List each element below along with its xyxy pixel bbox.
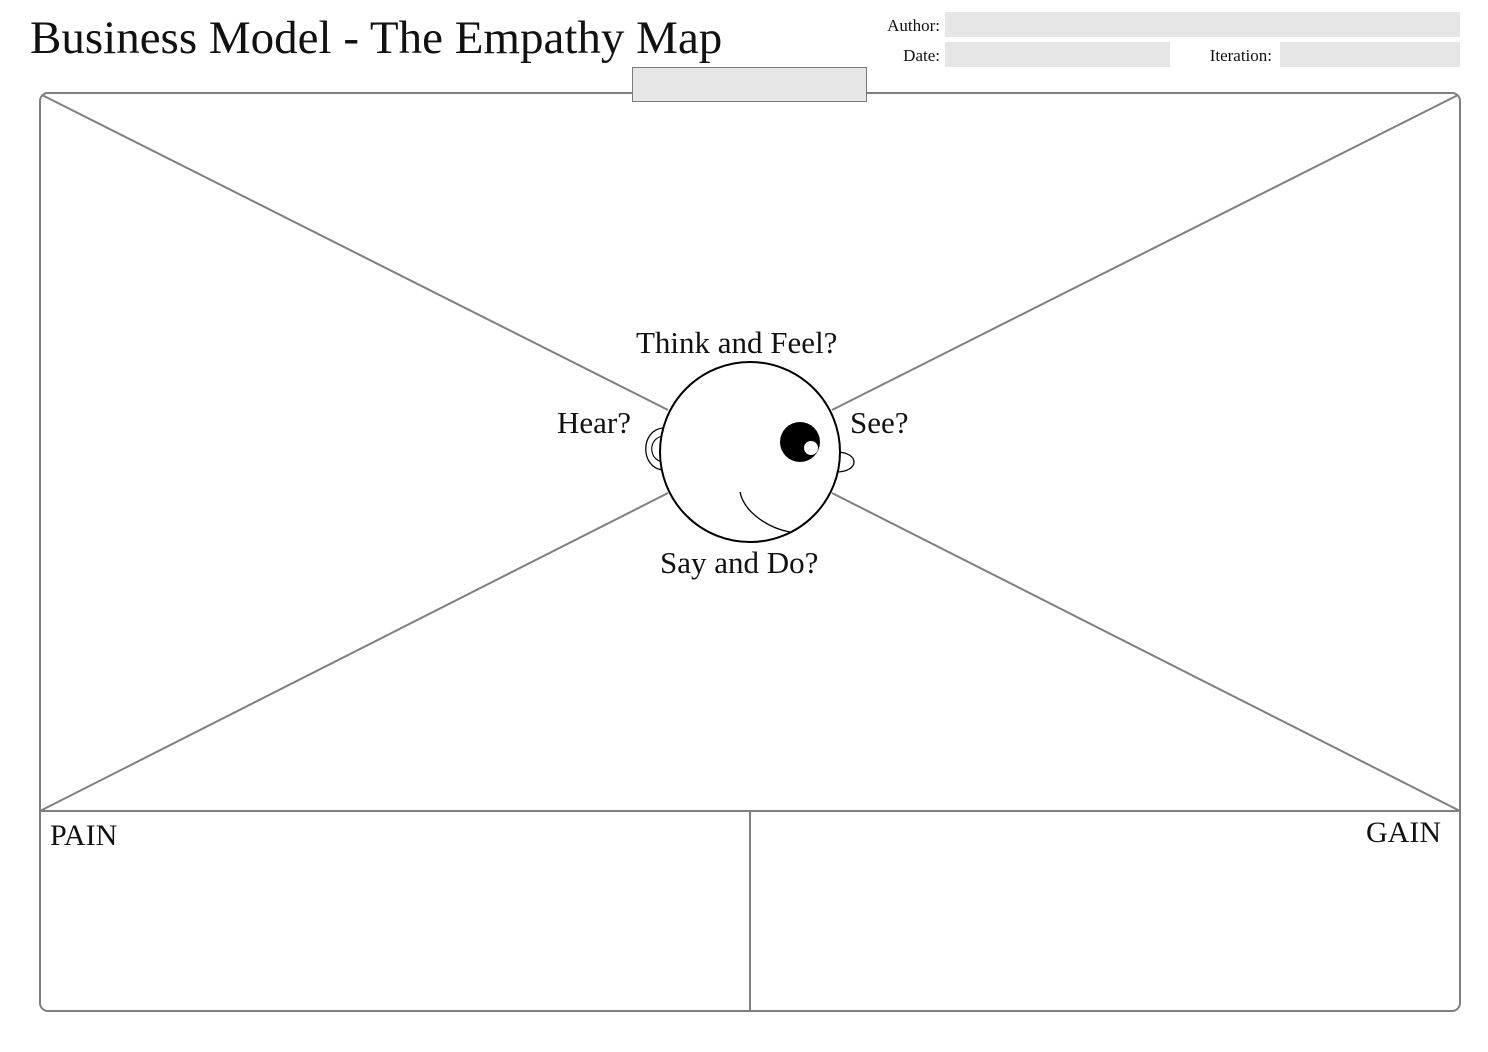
divider-top-left (41, 94, 669, 411)
page-title: Business Model - The Empathy Map (30, 12, 723, 64)
divider-bottom-right (831, 492, 1461, 812)
mouth-icon (739, 491, 791, 533)
canvas-name-field[interactable] (632, 67, 867, 102)
face-icon (645, 361, 855, 543)
date-field[interactable] (945, 42, 1170, 67)
think-feel-label: Think and Feel? (636, 325, 838, 360)
iteration-field[interactable] (1280, 42, 1460, 67)
divider-top-right (831, 94, 1459, 411)
hear-label: Hear? (557, 405, 631, 440)
date-label: Date: (903, 46, 940, 65)
author-field[interactable] (945, 12, 1460, 37)
gain-label: GAIN (1366, 816, 1441, 849)
nose-icon (835, 451, 855, 473)
see-label: See? (850, 405, 909, 440)
divider-bottom-left (39, 492, 669, 812)
head-circle (659, 361, 841, 543)
iteration-label: Iteration: (1209, 46, 1272, 65)
say-do-label: Say and Do? (660, 545, 819, 580)
pain-label: PAIN (50, 819, 118, 852)
ear-icon (645, 427, 664, 471)
eye-highlight-icon (804, 441, 818, 455)
author-label: Author: (887, 16, 940, 35)
